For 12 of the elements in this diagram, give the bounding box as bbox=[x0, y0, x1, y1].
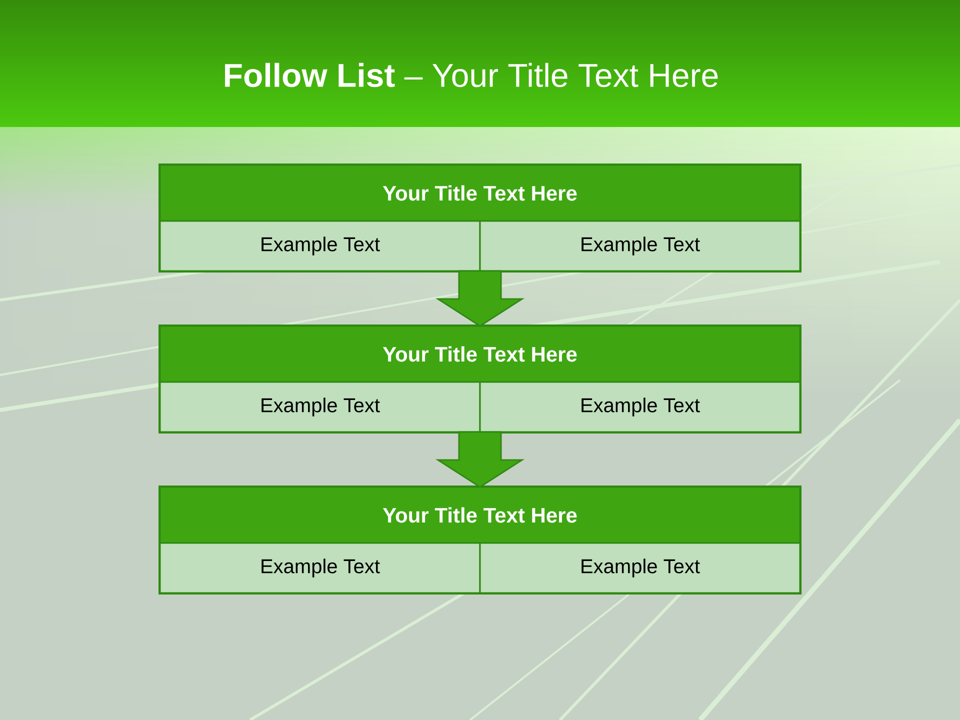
text-cell: Example Text bbox=[479, 381, 801, 433]
title-bar: Your Title Text Here bbox=[159, 325, 801, 383]
text-cell: Example Text bbox=[479, 542, 801, 594]
text-cell: Example Text bbox=[159, 381, 481, 433]
block-arrow bbox=[435, 270, 525, 327]
text-cell: Example Text bbox=[159, 542, 481, 594]
block-arrow bbox=[435, 431, 525, 488]
slide-title: Follow List – Your Title Text Here bbox=[225, 62, 718, 88]
title-bar: Your Title Text Here bbox=[159, 486, 801, 544]
text-cell: Example Text bbox=[479, 220, 801, 272]
text-cell: Example Text bbox=[159, 220, 481, 272]
title-bar: Your Title Text Here bbox=[159, 164, 801, 222]
